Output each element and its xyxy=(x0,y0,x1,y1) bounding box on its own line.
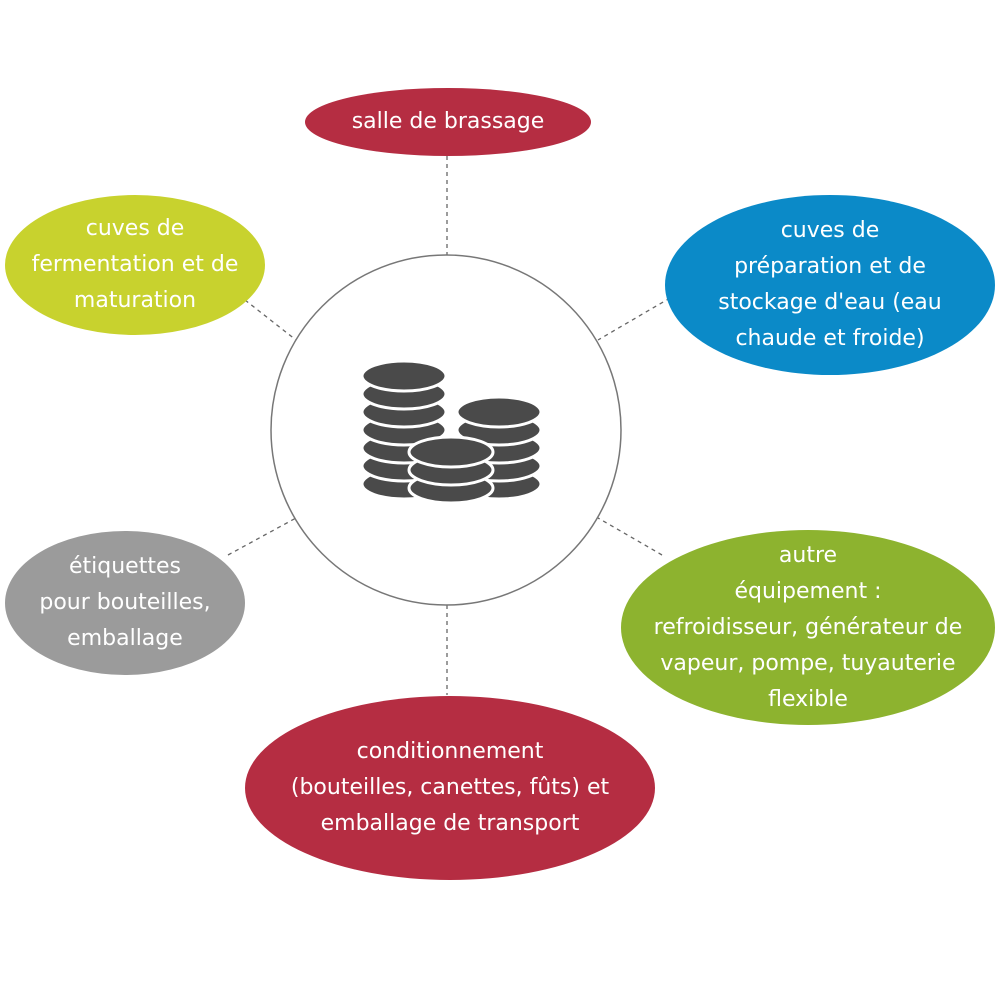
node-label: cuves de fermentation et de maturation xyxy=(31,216,239,313)
node-water: cuves de préparation et de stockage d'ea… xyxy=(665,195,995,375)
node-brewhouse: salle de brassage xyxy=(305,88,591,156)
node-label: cuves de préparation et de stockage d'ea… xyxy=(718,218,942,351)
node-packaging: conditionnement (bouteilles, canettes, f… xyxy=(245,696,655,880)
connector-bottom-right xyxy=(597,517,663,556)
coin xyxy=(455,395,543,429)
connector-bottom-left xyxy=(227,517,297,556)
node-equipment: autre équipement : refroidisseur, généra… xyxy=(621,530,995,725)
node-label: salle de brassage xyxy=(351,109,545,134)
node-label: autre équipement : refroidisseur, généra… xyxy=(653,542,963,712)
connector-top-left xyxy=(244,299,297,341)
node-labels: étiquettes pour bouteilles, emballage xyxy=(5,531,245,675)
connector-top-right xyxy=(597,297,671,341)
node-label: conditionnement (bouteilles, canettes, f… xyxy=(290,739,610,836)
coin xyxy=(360,359,448,393)
node-fermentation: cuves de fermentation et de maturation xyxy=(5,195,265,335)
coin xyxy=(407,435,495,469)
node-label: étiquettes pour bouteilles, emballage xyxy=(39,554,211,651)
coins-stack-icon xyxy=(360,359,543,505)
